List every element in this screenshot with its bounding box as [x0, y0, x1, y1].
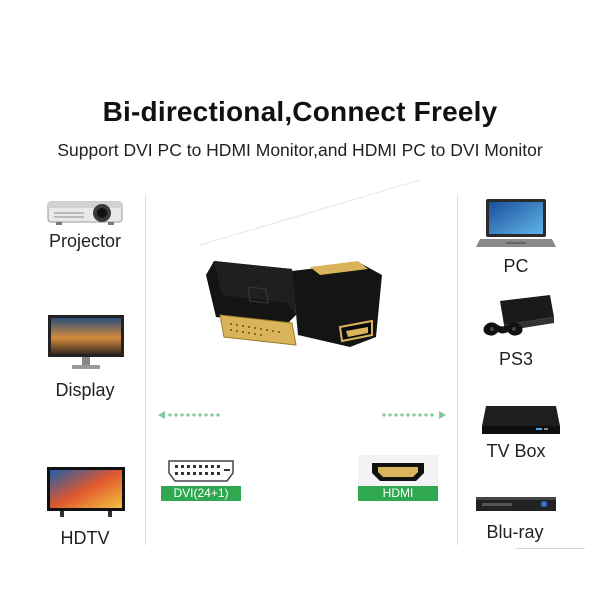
tv-icon: [47, 467, 125, 517]
page-title: Bi-directional,Connect Freely: [102, 96, 498, 127]
blu-ray-player-icon: [476, 497, 556, 511]
tv-box-icon: [482, 406, 560, 434]
device-label-display: Display: [55, 380, 115, 400]
left-divider: [145, 195, 146, 545]
device-label-projector: Projector: [48, 231, 122, 251]
decor-line: [199, 179, 421, 246]
laptop-icon: [476, 199, 556, 247]
dvi-port-label: DVI(24+1): [161, 486, 241, 501]
hdmi-port-label: HDMI: [358, 486, 438, 501]
monitor-icon: [48, 315, 124, 369]
projector-icon: [47, 201, 123, 225]
device-label-hdtv: HDTV: [60, 528, 110, 548]
arrow-right-icon: [382, 411, 446, 419]
bottom-divider: [515, 548, 585, 549]
dvi-hdmi-adapter-illustration: [206, 261, 382, 347]
device-label-ps3: PS3: [498, 349, 534, 369]
page-subtitle: Support DVI PC to HDMI Monitor,and HDMI …: [57, 140, 543, 160]
device-label-pc: PC: [503, 256, 529, 276]
dvi-port-icon: [168, 460, 234, 482]
hdmi-port-icon: [372, 463, 424, 481]
right-divider: [457, 195, 458, 545]
device-label-tv-box: TV Box: [486, 441, 546, 461]
arrow-left-icon: [158, 411, 220, 419]
game-console-icon: [483, 295, 554, 336]
device-label-blu-ray: Blu-ray: [486, 522, 544, 542]
